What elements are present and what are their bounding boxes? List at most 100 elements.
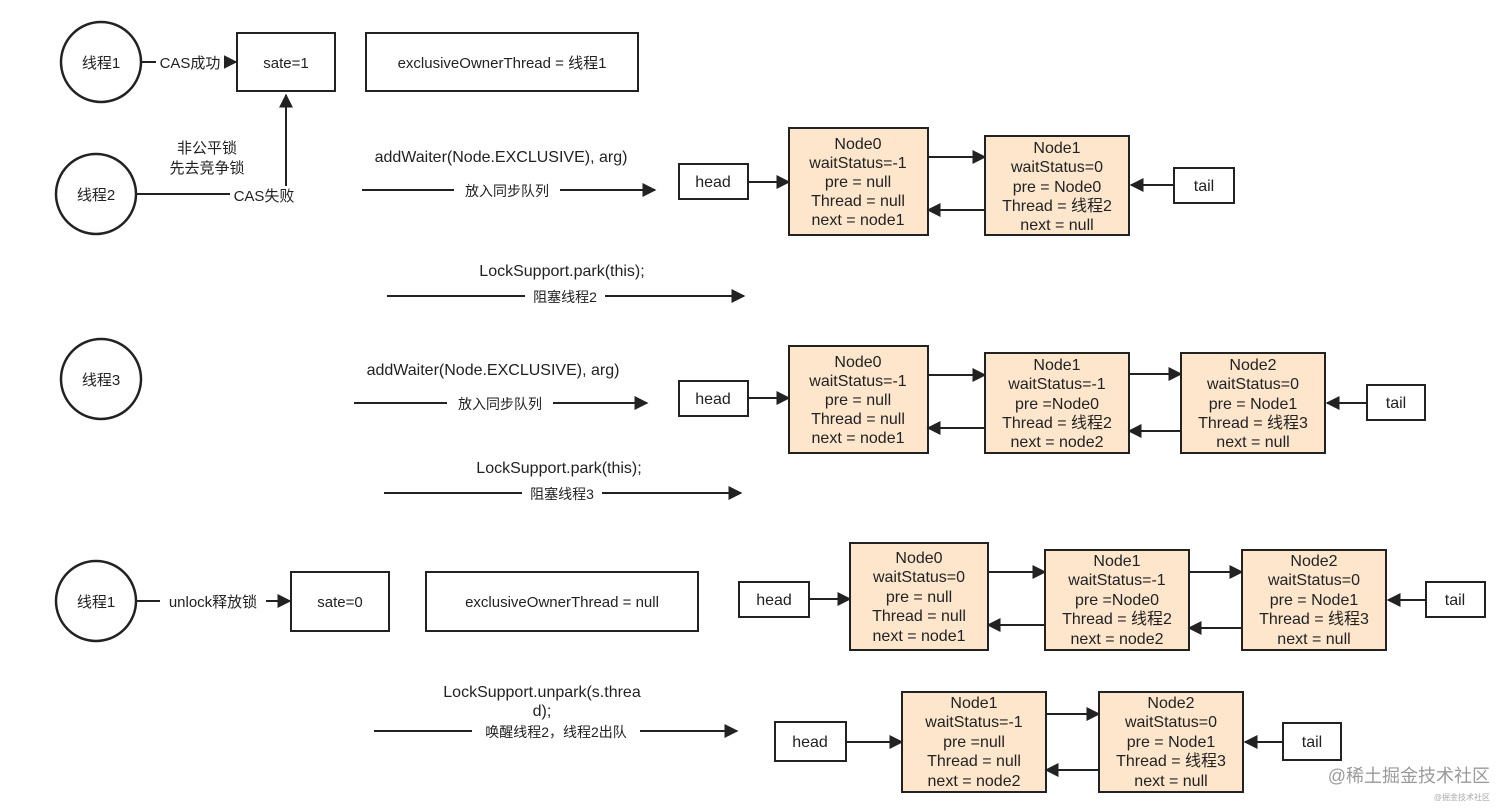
node2-waitstatus: waitStatus=0 — [1267, 572, 1360, 589]
tail-box — [1282, 722, 1342, 761]
label-bg — [522, 483, 602, 503]
tail-label: tail — [1302, 734, 1322, 751]
thread1-label: 线程1 — [77, 594, 115, 611]
tail-label: tail — [1194, 178, 1214, 195]
node2-thread: Thread = 线程3 — [1116, 752, 1226, 770]
thread2-label: 线程2 — [77, 187, 115, 204]
owner-box — [425, 571, 699, 632]
section-4: LockSupport.unpark(s.threa d); 唤醒线程2，线程2… — [374, 684, 1342, 793]
node2-pre: pre = Node1 — [1127, 734, 1216, 751]
head-label: head — [695, 174, 731, 191]
owner-box — [365, 32, 639, 92]
label-bg — [525, 286, 605, 306]
label-bg — [156, 52, 224, 72]
head-box — [774, 721, 847, 762]
section-2: 线程3 addWaiter(Node.EXCLUSIVE), arg) 放入同步… — [59, 337, 1426, 503]
node1-next: next = node2 — [1071, 631, 1164, 648]
unlock-label: unlock释放锁 — [169, 594, 257, 611]
tail-label: tail — [1445, 592, 1465, 609]
node2-next: next = null — [1216, 434, 1289, 451]
node0-next: next = node1 — [812, 430, 905, 447]
label-bg — [160, 591, 266, 611]
cas-success-label: CAS成功 — [160, 55, 221, 72]
node0-box — [788, 345, 929, 454]
block-label: 阻塞线程2 — [533, 289, 597, 305]
thread1-label: 线程1 — [82, 55, 120, 72]
node1-title: Node1 — [1033, 140, 1080, 157]
node2-next: next = null — [1134, 773, 1207, 790]
owner-label: exclusiveOwnerThread = 线程1 — [398, 55, 607, 72]
state-label: sate=0 — [317, 594, 362, 611]
head-label: head — [756, 592, 792, 609]
unpark-label-line2: d); — [533, 703, 552, 720]
node0-pre: pre = null — [825, 174, 891, 191]
node2-box — [1098, 691, 1244, 793]
node2-title: Node2 — [1229, 357, 1276, 374]
head-label: head — [695, 391, 731, 408]
node1-pre: pre = Node0 — [1013, 179, 1102, 196]
node0-title: Node0 — [895, 550, 942, 567]
block-label: 阻塞线程3 — [530, 486, 594, 502]
node1-title: Node1 — [1033, 357, 1080, 374]
tail-box — [1366, 384, 1426, 421]
tail-box — [1425, 581, 1486, 618]
node1-waitstatus: waitStatus=-1 — [1007, 376, 1105, 393]
thread3-label: 线程3 — [82, 372, 120, 389]
node0-waitstatus: waitStatus=-1 — [808, 155, 906, 172]
node1-thread: Thread = 线程2 — [1062, 610, 1172, 628]
park-label: LockSupport.park(this); — [476, 460, 641, 477]
node2-waitstatus: waitStatus=0 — [1124, 714, 1217, 731]
node2-title: Node2 — [1147, 695, 1194, 712]
node0-pre: pre = null — [825, 392, 891, 409]
unpark-label-line1: LockSupport.unpark(s.threa — [443, 684, 641, 701]
node2-title: Node2 — [1290, 553, 1337, 570]
node2-box — [1180, 352, 1326, 454]
node0-thread: Thread = null — [872, 608, 966, 625]
node0-next: next = node1 — [812, 212, 905, 229]
node0-box — [849, 542, 989, 651]
tail-label: tail — [1386, 395, 1406, 412]
node0-title: Node0 — [834, 136, 881, 153]
unfair-lock-label: 非公平锁 — [177, 140, 237, 157]
label-bg — [454, 180, 560, 200]
compete-lock-label: 先去竞争锁 — [169, 159, 244, 177]
node1-title: Node1 — [1093, 553, 1140, 570]
node1-next: next = null — [1020, 217, 1093, 234]
node0-waitstatus: waitStatus=-1 — [808, 373, 906, 390]
node1-box — [1044, 549, 1190, 651]
wake-label: 唤醒线程2，线程2出队 — [485, 724, 627, 740]
node1-pre: pre =null — [943, 734, 1005, 751]
node1-title: Node1 — [950, 695, 997, 712]
node2-pre: pre = Node1 — [1270, 592, 1359, 609]
node0-title: Node0 — [834, 354, 881, 371]
node0-thread: Thread = null — [811, 193, 905, 210]
node1-next: next = node2 — [1011, 434, 1104, 451]
watermark: @稀土掘金技术社区 — [1328, 766, 1490, 786]
node0-thread: Thread = null — [811, 411, 905, 428]
node2-waitstatus: waitStatus=0 — [1206, 376, 1299, 393]
owner-label: exclusiveOwnerThread = null — [465, 594, 659, 611]
section-3: 线程1 unlock释放锁 sate=0 exclusiveOwnerThrea… — [54, 542, 1486, 651]
addwaiter-label: addWaiter(Node.EXCLUSIVE), arg) — [375, 149, 628, 166]
node2-thread: Thread = 线程3 — [1198, 414, 1308, 432]
state-box — [236, 32, 336, 92]
thread3-circle — [59, 337, 143, 421]
node1-box — [984, 352, 1130, 454]
state-label: sate=1 — [263, 55, 308, 72]
node0-waitstatus: waitStatus=0 — [872, 569, 965, 586]
node1-thread: Thread = null — [927, 753, 1021, 770]
node1-pre: pre =Node0 — [1015, 396, 1099, 413]
park-label: LockSupport.park(this); — [479, 263, 644, 280]
addwaiter-label: addWaiter(Node.EXCLUSIVE), arg) — [367, 362, 620, 379]
node1-waitstatus: waitStatus=0 — [1010, 159, 1103, 176]
node2-thread: Thread = 线程3 — [1259, 610, 1369, 628]
node1-next: next = node2 — [928, 773, 1021, 790]
node0-next: next = node1 — [873, 628, 966, 645]
section-1: 线程1 CAS成功 sate=1 exclusiveOwnerThread = … — [54, 20, 1235, 306]
label-bg — [447, 393, 553, 413]
enqueue-label: 放入同步队列 — [458, 396, 542, 412]
label-bg — [230, 186, 298, 206]
enqueue-label: 放入同步队列 — [465, 183, 549, 199]
node1-thread: Thread = 线程2 — [1002, 197, 1112, 215]
